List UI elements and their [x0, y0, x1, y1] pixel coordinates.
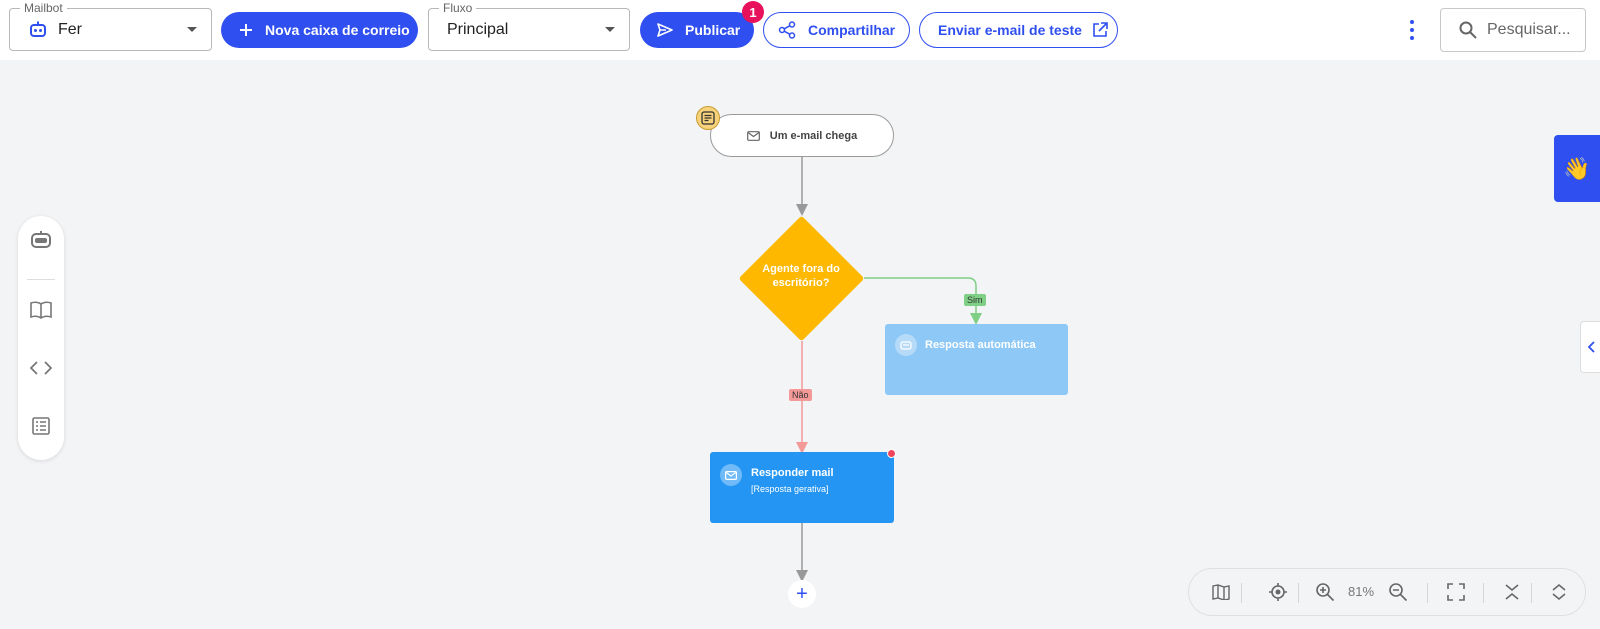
- share-button[interactable]: Compartilhar: [763, 12, 910, 48]
- code-icon[interactable]: [29, 356, 53, 380]
- sticky-note-icon[interactable]: [696, 106, 720, 130]
- trigger-node[interactable]: Um e-mail chega: [710, 114, 894, 157]
- mailbot-legend: Mailbot: [20, 1, 67, 15]
- toolbar-divider: [27, 279, 55, 280]
- expand-all-icon[interactable]: [1549, 582, 1569, 602]
- send-test-email-label: Enviar e-mail de teste: [938, 22, 1082, 38]
- decision-label: Agente fora do escritório?: [762, 263, 840, 289]
- send-test-email-button[interactable]: Enviar e-mail de teste: [919, 12, 1118, 48]
- chevron-left-icon: [1587, 341, 1595, 353]
- add-step-button[interactable]: +: [788, 580, 816, 608]
- search-icon: [1459, 21, 1477, 39]
- zoom-out-icon[interactable]: [1388, 582, 1408, 602]
- wave-icon: 👋: [1563, 155, 1591, 181]
- share-label: Compartilhar: [808, 22, 896, 38]
- search-placeholder: Pesquisar...: [1487, 21, 1571, 38]
- mail-icon: [746, 130, 760, 141]
- chevron-down-icon: [605, 27, 615, 32]
- mail-icon: [720, 464, 742, 486]
- edge-label-no: Não: [789, 389, 812, 401]
- collapse-all-icon[interactable]: [1502, 582, 1522, 602]
- external-link-icon: [1093, 22, 1108, 37]
- canvas-controls: [1188, 568, 1586, 616]
- trigger-label: Um e-mail chega: [769, 129, 858, 142]
- plus-icon: [240, 24, 252, 36]
- new-mailbox-label: Nova caixa de correio: [265, 22, 410, 38]
- new-mailbox-button[interactable]: Nova caixa de correio: [221, 12, 418, 48]
- reply-mail-title: Responder mail: [751, 467, 834, 479]
- map-icon[interactable]: [1211, 582, 1231, 602]
- help-wave-button[interactable]: 👋: [1554, 135, 1600, 202]
- fullscreen-icon[interactable]: [1446, 582, 1466, 602]
- search-field[interactable]: Pesquisar...: [1440, 8, 1586, 52]
- top-bar: Mailbot Fer Nova caixa de correio Fluxo …: [0, 0, 1600, 60]
- locate-icon[interactable]: [1268, 582, 1288, 602]
- zoom-in-icon[interactable]: [1315, 582, 1335, 602]
- left-toolbar: [18, 216, 64, 460]
- decision-node[interactable]: Agente fora do escritório?: [738, 215, 865, 342]
- book-icon[interactable]: [29, 298, 53, 322]
- flow-select[interactable]: Fluxo Principal: [428, 1, 630, 51]
- bot-icon: [895, 334, 917, 356]
- bot-icon[interactable]: [29, 228, 53, 252]
- list-icon[interactable]: [29, 414, 53, 438]
- robot-icon: [30, 21, 46, 37]
- auto-reply-title: Resposta automática: [925, 339, 1036, 351]
- publish-button[interactable]: Publicar: [640, 12, 754, 48]
- send-icon: [657, 23, 673, 37]
- auto-reply-node[interactable]: Resposta automática: [885, 324, 1068, 395]
- warning-dot: [887, 449, 896, 458]
- publish-label: Publicar: [685, 22, 741, 38]
- reply-mail-subtitle: [Resposta gerativa]: [751, 484, 829, 494]
- publish-count-badge: 1: [742, 1, 764, 23]
- zoom-level: 81%: [1348, 584, 1375, 599]
- flow-legend: Fluxo: [439, 1, 477, 15]
- reply-mail-node[interactable]: Responder mail [Resposta gerativa]: [710, 452, 894, 523]
- mailbot-value: Fer: [58, 20, 82, 38]
- share-icon: [778, 21, 796, 39]
- more-options-icon[interactable]: [1404, 18, 1420, 42]
- mailbot-select[interactable]: Mailbot Fer: [9, 1, 212, 51]
- side-panel-toggle[interactable]: [1580, 321, 1600, 373]
- flow-value: Principal: [447, 20, 509, 38]
- chevron-down-icon: [187, 27, 197, 32]
- edge-label-yes: Sim: [964, 294, 986, 306]
